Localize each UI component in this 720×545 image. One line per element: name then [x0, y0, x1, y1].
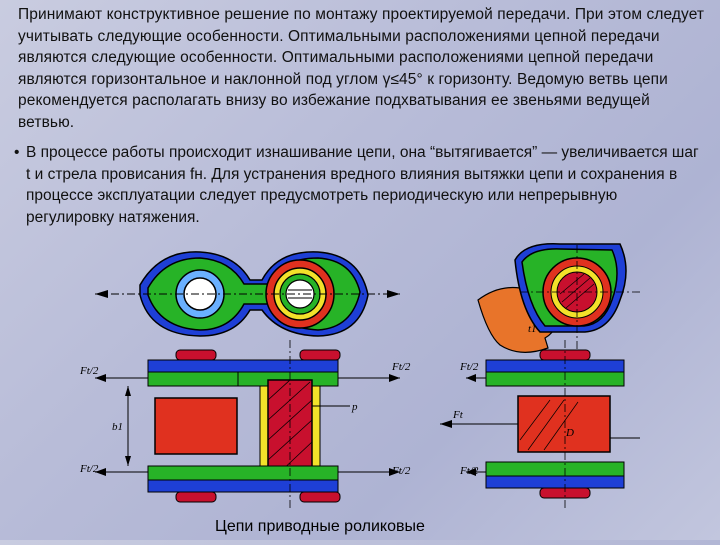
label-d: D [565, 427, 574, 439]
label-ft2-right-top: Ft/2 [459, 361, 479, 373]
label-p: p [351, 401, 358, 413]
label-ft: Ft [452, 409, 464, 421]
bullet: • [14, 144, 20, 161]
roller-chain-drawing: Ft/2 Ft/2 Ft/2 Ft/2 b1 p t1 [79, 243, 640, 510]
label-b1: b1 [112, 421, 123, 433]
paragraph-wear: • В процессе работы происходит изнашиван… [14, 142, 706, 228]
paragraph-wear-text: В процессе работы происходит изнашивание… [26, 144, 699, 226]
sprocket-engagement-view [477, 243, 640, 353]
label-ft2-bottom-right: Ft/2 [391, 465, 411, 477]
label-ft2-top-right: Ft/2 [391, 361, 411, 373]
label-t1: t1 [528, 323, 537, 335]
paragraph-intro: Принимают конструктивное решение по монт… [18, 6, 705, 131]
link-side-view [95, 251, 400, 337]
label-ft2-right-bottom: Ft/2 [459, 465, 479, 477]
link-section-view [95, 340, 400, 510]
label-ft2-top-left: Ft/2 [79, 365, 99, 377]
roller-section-view [440, 340, 640, 508]
figure-caption-text: Цепи приводные роликовые [215, 518, 425, 535]
label-ft2-bottom-left: Ft/2 [79, 463, 99, 475]
chain-figure: Ft/2 Ft/2 Ft/2 Ft/2 b1 p t1 [0, 240, 720, 540]
